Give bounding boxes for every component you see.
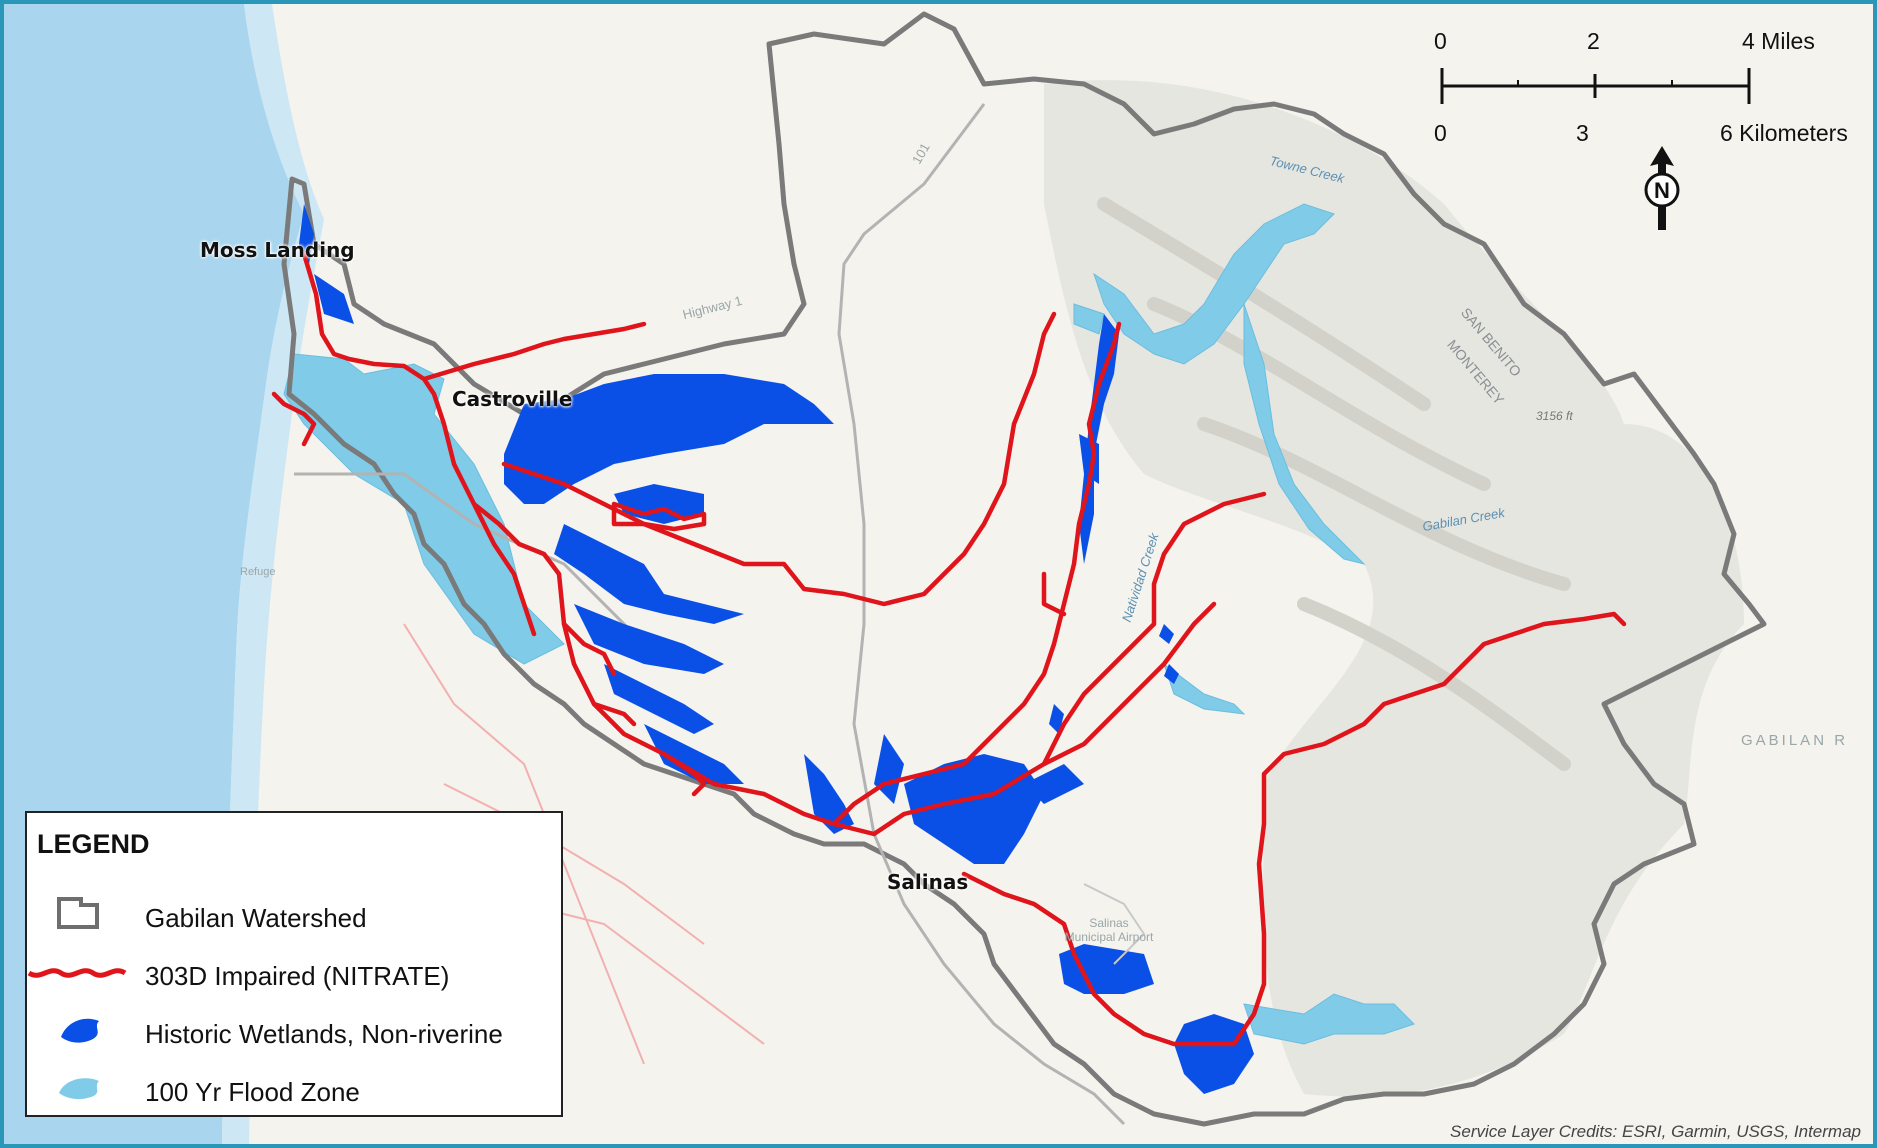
- airport-label: Salinas Municipal Airport: [1064, 916, 1154, 944]
- scale-miles-0: 0: [1434, 28, 1447, 54]
- legend-item-wetlands: Historic Wetlands, Non-riverine: [27, 1009, 563, 1059]
- scale-bar: 0 2 4 Miles 0 3 6 Kilometers: [1430, 24, 1870, 146]
- airport-marker: [1083, 883, 1146, 965]
- peak-elevation-label: 3156 ft: [1536, 409, 1573, 423]
- north-arrow-label: N: [1654, 178, 1670, 203]
- flood-zone-icon: [59, 1078, 99, 1100]
- scale-km-0: 0: [1434, 120, 1447, 146]
- place-label-moss-landing: Moss Landing: [200, 238, 355, 262]
- legend-label-wetlands: Historic Wetlands, Non-riverine: [145, 1019, 503, 1049]
- legend-title: LEGEND: [37, 829, 150, 859]
- scale-miles-4: 4 Miles: [1742, 28, 1815, 54]
- historic-wetlands-layer: [299, 204, 1254, 1094]
- scale-miles-2: 2: [1587, 28, 1600, 54]
- legend-label-watershed: Gabilan Watershed: [145, 903, 367, 933]
- place-label-castroville: Castroville: [452, 387, 573, 411]
- scale-km-6: 6 Kilometers: [1720, 120, 1848, 146]
- map-canvas[interactable]: Moss Landing Castroville Salinas Salinas…: [4, 4, 1873, 1144]
- roads-layer: [294, 103, 1126, 1126]
- historic-wetland-icon: [61, 1018, 99, 1043]
- north-arrow-icon: N: [1632, 144, 1692, 234]
- service-layer-credits: Service Layer Credits: ESRI, Garmin, USG…: [1450, 1122, 1861, 1141]
- legend-item-flood: 100 Yr Flood Zone: [27, 1067, 563, 1117]
- watershed-boundary-icon: [57, 897, 99, 929]
- legend-item-watershed: Gabilan Watershed: [27, 893, 563, 943]
- impaired-streams-layer: [271, 251, 1627, 1047]
- legend-item-impaired: 303D Impaired (NITRATE): [27, 951, 563, 1001]
- legend-label-impaired: 303D Impaired (NITRATE): [145, 961, 450, 991]
- scale-km-3: 3: [1576, 120, 1589, 146]
- impaired-stream-icon: [27, 968, 127, 978]
- range-label: GABILAN R: [1741, 732, 1849, 749]
- flood-zone-layer: [283, 203, 1415, 1045]
- place-label-salinas: Salinas: [887, 870, 969, 894]
- legend: LEGEND Gabilan Watershed 303D Impaired (…: [25, 811, 563, 1117]
- watershed-boundary: [281, 11, 1767, 1127]
- legend-label-flood: 100 Yr Flood Zone: [145, 1077, 360, 1107]
- refuge-label: Refuge: [240, 566, 276, 578]
- terrain-ridge: [1097, 197, 1571, 771]
- scale-bar-graphic: [1440, 68, 1751, 104]
